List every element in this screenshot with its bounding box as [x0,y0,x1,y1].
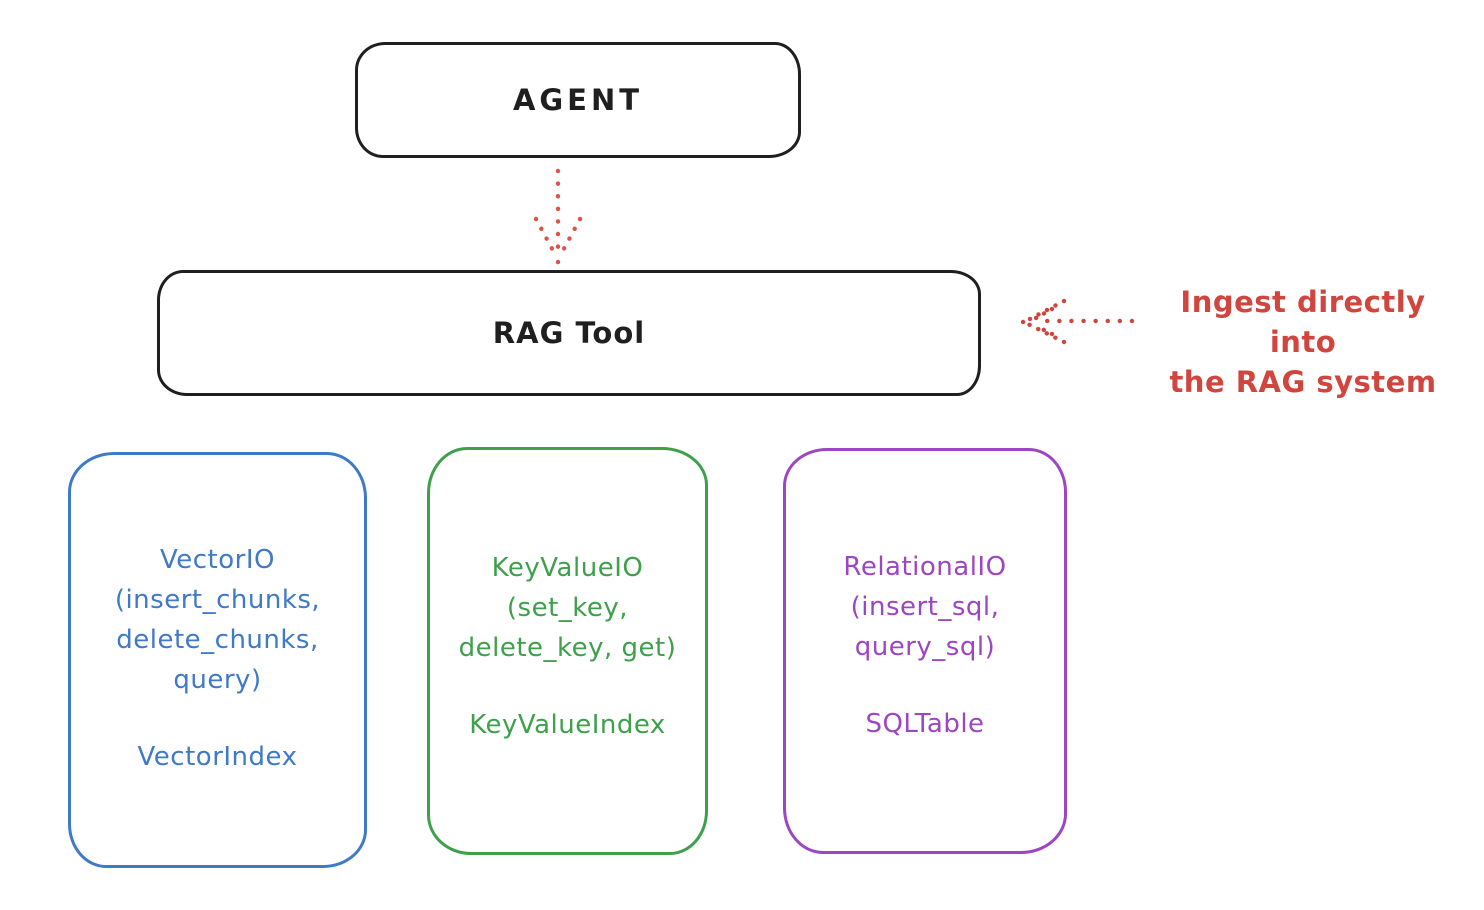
rag-tool-label: RAG Tool [492,316,646,350]
agent-label: AGENT [512,83,644,117]
agent-node: AGENT [355,42,801,158]
ingest-annotation-line-1: Ingest directly into [1180,285,1426,359]
key-value-io-node: KeyValueIO (set_key, delete_key, get) Ke… [427,447,708,855]
ingest-annotation: Ingest directly into the RAG system [1143,282,1463,402]
rag-tool-node: RAG Tool [157,270,981,396]
key-value-index-label: KeyValueIndex [469,710,666,740]
vector-io-title: VectorIO [160,545,275,575]
relational-io-title: RelationalIO [843,552,1007,582]
key-value-io-method-line-2: delete_key, get) [458,633,677,663]
sql-table-label: SQLTable [865,709,985,739]
vector-io-method-line-1: (insert_chunks, [114,585,321,615]
relational-io-method-line-1: (insert_sql, [850,592,1000,622]
annotation-to-rag-tool-arrow [1020,298,1135,345]
key-value-io-title: KeyValueIO [491,553,644,583]
key-value-io-method-line-1: (set_key, [506,593,629,623]
vector-index-label: VectorIndex [137,742,298,772]
agent-to-rag-tool-arrow [533,168,583,265]
ingest-annotation-line-2: the RAG system [1169,365,1437,399]
vector-io-method-line-3: query) [173,665,262,695]
relational-io-node: RelationalIO (insert_sql, query_sql) SQL… [783,448,1067,854]
vector-io-node: VectorIO (insert_chunks, delete_chunks, … [68,452,367,868]
relational-io-method-line-2: query_sql) [854,632,996,662]
vector-io-method-line-2: delete_chunks, [116,625,319,655]
